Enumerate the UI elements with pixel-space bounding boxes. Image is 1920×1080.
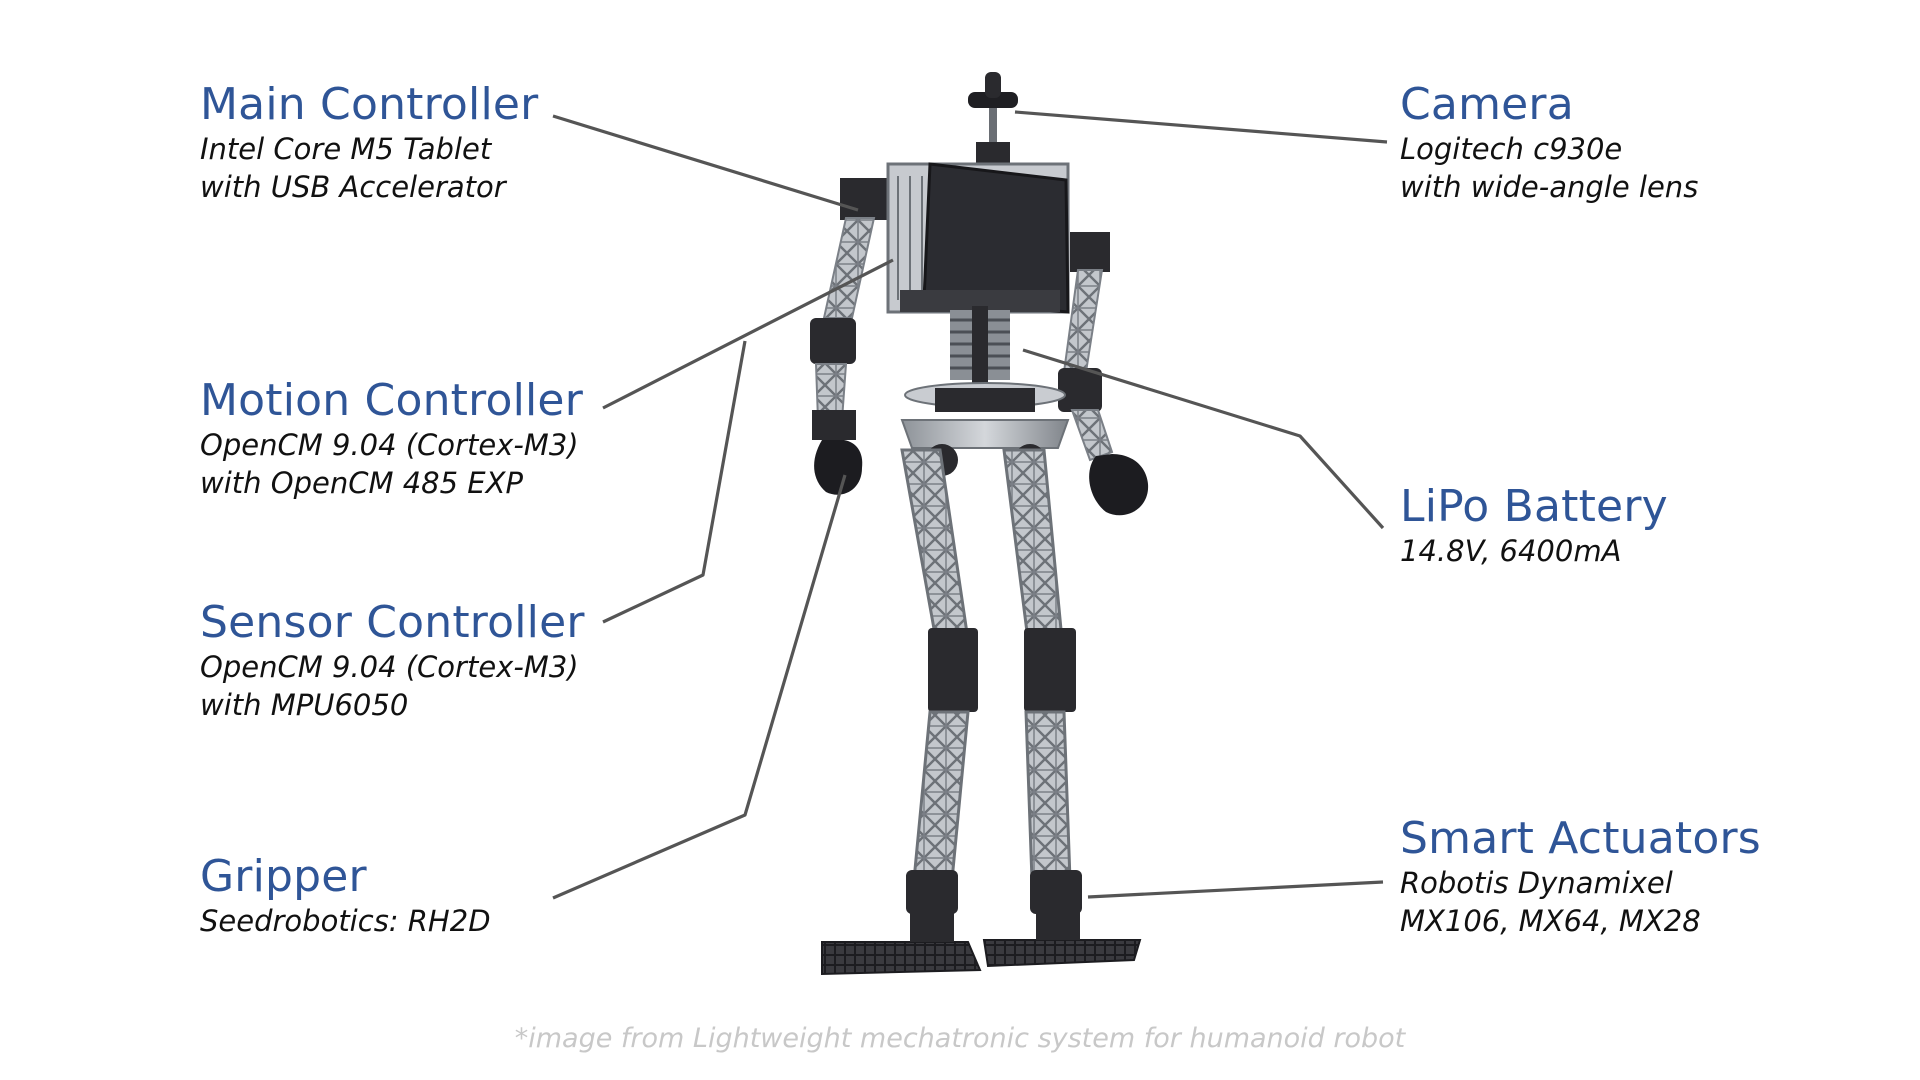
image-source-caption: *image from Lightweight mechatronic syst… (514, 1023, 1406, 1054)
sensor-controller-desc-line2: with MPU6050 (200, 688, 409, 722)
leader-line-smart-actuators (1087, 880, 1384, 899)
leader-line-sensor-controller (602, 340, 747, 624)
robot-camera (968, 72, 1018, 172)
lipo-battery-title: LiPo Battery (1400, 481, 1668, 532)
main-controller-desc-line1: Intel Core M5 Tablet (200, 132, 492, 166)
main-controller-title: Main Controller (200, 79, 539, 130)
tablet-main-controller (922, 162, 1070, 314)
robot-left-leg (821, 448, 982, 976)
motion-controller-desc-line1: OpenCM 9.04 (Cortex-M3) (200, 428, 579, 462)
label-smart-actuators: Smart Actuators Robotis Dynamixel MX106,… (1400, 814, 1761, 940)
smart-actuators-desc-line1: Robotis Dynamixel (1400, 866, 1673, 900)
camera-desc-line2: with wide-angle lens (1400, 170, 1699, 204)
robot-right-arm (1058, 232, 1149, 516)
gripper-title: Gripper (200, 851, 367, 902)
label-main-controller: Main Controller Intel Core M5 Tablet wit… (200, 80, 538, 206)
motion-controller-title: Motion Controller (200, 375, 583, 426)
smart-actuators-desc-line2: MX106, MX64, MX28 (1400, 904, 1701, 938)
robot-right-leg (982, 448, 1142, 968)
robot-spine (904, 306, 1066, 412)
label-lipo-battery: LiPo Battery 14.8V, 6400mA (1400, 482, 1668, 570)
robot-left-arm (810, 178, 894, 495)
label-gripper: Gripper Seedrobotics: RH2D (200, 852, 491, 940)
leader-lines (552, 110, 1388, 900)
robot-torso (886, 162, 1070, 314)
motion-controller-desc-line2: with OpenCM 485 EXP (200, 466, 523, 500)
leader-line-main-controller (552, 114, 859, 212)
leader-line-gripper (552, 474, 847, 900)
label-motion-controller: Motion Controller OpenCM 9.04 (Cortex-M3… (200, 376, 583, 502)
camera-title: Camera (1400, 79, 1574, 130)
label-sensor-controller: Sensor Controller OpenCM 9.04 (Cortex-M3… (200, 598, 585, 724)
gripper-desc-line1: Seedrobotics: RH2D (200, 904, 491, 938)
leader-line-motion-controller (602, 258, 894, 410)
leader-line-camera (1014, 110, 1388, 144)
sensor-controller-desc-line1: OpenCM 9.04 (Cortex-M3) (200, 650, 579, 684)
leader-line-lipo-battery (1022, 348, 1385, 530)
label-camera: Camera Logitech c930e with wide-angle le… (1400, 80, 1698, 206)
main-controller-desc-line2: with USB Accelerator (200, 170, 506, 204)
sensor-controller-title: Sensor Controller (200, 597, 585, 648)
smart-actuators-title: Smart Actuators (1400, 813, 1761, 864)
robot-illustration (810, 72, 1149, 976)
camera-desc-line1: Logitech c930e (1400, 132, 1623, 166)
lipo-battery-desc-line1: 14.8V, 6400mA (1400, 534, 1622, 568)
